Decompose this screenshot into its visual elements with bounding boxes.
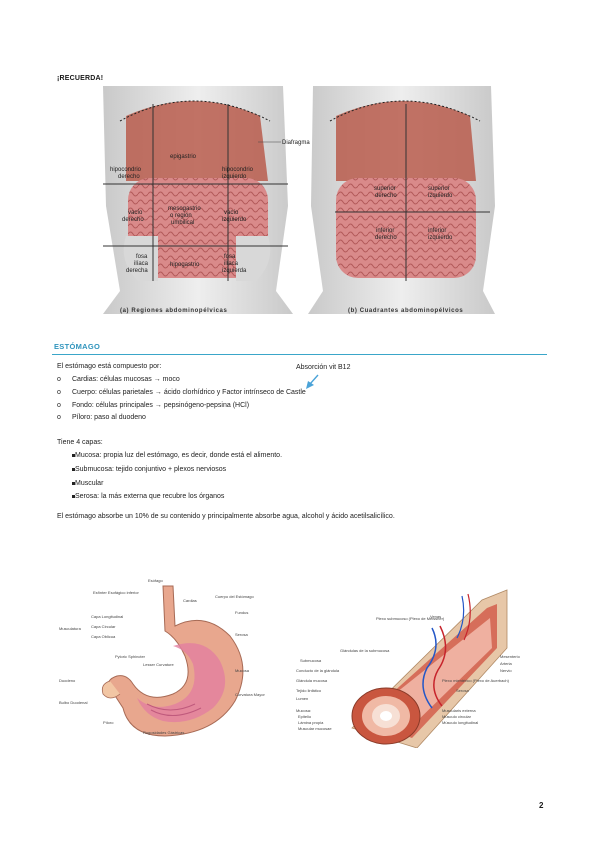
label-capa-oblicua: Capa Oblicua — [91, 634, 116, 639]
intro-text: El estómago está compuesto por: — [57, 363, 162, 370]
label-submucosa: Submucosa — [300, 658, 322, 663]
label-curvatura-mayor: Curvatura Mayor — [235, 692, 265, 697]
layer-text: Mucosa: propia luz del estómago, es deci… — [75, 452, 283, 459]
label-muscularis-externa: Muscularis externa — [442, 708, 476, 713]
label-epitelio: Epitelio — [298, 714, 312, 719]
section-header: ESTÓMAGO — [52, 340, 547, 355]
label-plexo-submucoso: Plexo submucoso (Plexo de Meissner) — [376, 616, 445, 621]
list-item: o Fondo: células principales → pepsinógen… — [57, 400, 306, 413]
label-fundus: Fundus — [235, 610, 248, 615]
gi-wall-illustration: Venas Plexo submucoso (Plexo de Meissner… — [296, 589, 521, 749]
label-serosa: Serosa — [456, 688, 469, 693]
label-venas: Venas — [430, 614, 441, 619]
list-item: o Cardias: células mucosas → moco — [57, 374, 306, 387]
label-glandula-mucosa: Glándula mucosa — [296, 678, 328, 683]
list-item: Mucosa: propia luz del estómago, es deci… — [57, 449, 282, 463]
label-lesser-curvature: Lesser Curvature — [143, 662, 174, 667]
label-mesenterio: Mesenterio — [500, 654, 521, 659]
label-esofago: Esófago — [148, 578, 163, 583]
absorcion-note: Absorción vit B12 — [296, 364, 351, 371]
region-epigastrio: epigastrio — [170, 154, 197, 160]
layer-text: Submucosa: tejido conjuntivo + plexos ne… — [75, 465, 227, 473]
part-text: Píloro: paso al duodeno — [72, 414, 146, 422]
label-esfinter-esofagico: Esfínter Esofágico inferior — [93, 590, 139, 595]
wall-labels: Venas Plexo submucoso (Plexo de Meissner… — [296, 614, 521, 731]
square-bullet-icon — [72, 481, 75, 485]
region-hipogastrio: hipogastrio — [170, 262, 200, 268]
square-bullet-icon — [72, 495, 75, 499]
list-item: o Cuerpo: células parietales → ácido clor… — [57, 387, 306, 400]
label-serosa: Serosa — [235, 632, 248, 637]
label-glandulas-submucosa: Glándulas de la submucosa — [340, 648, 390, 653]
square-bullet-icon — [72, 467, 75, 471]
part-text: Cuerpo: células parietales → ácido clorh… — [72, 388, 306, 396]
page-number: 2 — [539, 801, 544, 810]
label-mucosa: Mucosa: — [296, 708, 311, 713]
part-text: Cardias: células mucosas → moco — [72, 376, 180, 383]
list-item: Serosa: la más externa que recubre los ó… — [57, 490, 282, 504]
label-pyloric-sphincter: Pyloric Sphincter — [115, 654, 146, 659]
label-muscular-mucosae: Muscular mucosae — [298, 726, 332, 731]
label-duodeno: Duodeno — [59, 678, 76, 683]
diafragma-label: Diafragma — [282, 140, 310, 146]
bullet-marker: o — [57, 388, 61, 396]
stomach-labels: Esófago Esfínter Esofágico inferior Card… — [59, 578, 265, 735]
label-capa-longitudinal: Capa Longitudinal — [91, 614, 123, 619]
label-cuerpo-estomago: Cuerpo del Estómago — [215, 594, 254, 599]
label-piloro: Píloro — [103, 720, 114, 725]
list-item: Muscular — [57, 477, 282, 491]
square-bullet-icon — [72, 454, 75, 457]
part-text: Fondo: células principales → pepsinógeno… — [72, 401, 250, 409]
label-plexo-mienterico: Plexo mientérico (Plexo de Auerbach) — [442, 678, 510, 683]
label-bulbo-duodenal: Bulbo Duodenal — [59, 700, 88, 705]
layers-intro: Tiene 4 capas: — [57, 439, 103, 446]
label-lamina-propia: Lámina propia — [298, 720, 324, 725]
label-mucosa: Mucosa — [235, 668, 250, 673]
label-lumen: Lumen — [296, 696, 308, 701]
recuerda-label: ¡RECUERDA! — [57, 75, 104, 82]
summary-text: El estómago absorbe un 10% de su conteni… — [57, 513, 395, 520]
label-capa-circular: Capa Circular — [91, 624, 116, 629]
list-item: Submucosa: tejido conjuntivo + plexos ne… — [57, 463, 282, 477]
layers-list: Mucosa: propia luz del estómago, es deci… — [57, 449, 282, 504]
label-conducto-glandula: Conducto de la glándula — [296, 668, 340, 673]
section-title: ESTÓMAGO — [54, 342, 101, 351]
caption-regiones: (a) Regiones abdominopélvicas — [120, 308, 227, 314]
layer-text: Serosa: la más externa que recubre los ó… — [75, 493, 225, 501]
bullet-marker: o — [57, 401, 61, 409]
layer-text: Muscular — [75, 479, 104, 487]
caption-cuadrantes: (b) Cuadrantes abdominopélvicos — [348, 308, 463, 314]
list-item: o Píloro: paso al duodeno — [57, 412, 306, 425]
label-cardias: Cardias — [183, 598, 197, 603]
bullet-marker: o — [57, 376, 61, 383]
label-musculo-longitudinal: Músculo longitudinal — [442, 720, 478, 725]
label-rugosidades: Rugosidades Gástricas — [143, 730, 184, 735]
label-musculatura: Musculatura — [59, 626, 82, 631]
bullet-marker: o — [57, 414, 61, 422]
note-arrow-icon — [306, 374, 319, 389]
label-nervio: Nervio — [500, 668, 512, 673]
label-tejido-linfatico: Tejido linfático — [296, 688, 322, 693]
label-musculo-circular: Músculo circular — [442, 714, 472, 719]
gi-wall-figure: Venas Plexo submucoso (Plexo de Meissner… — [292, 588, 537, 749]
stomach-illustration: Esófago Esfínter Esofágico inferior Card… — [59, 578, 265, 737]
label-arteria: Arteria — [500, 661, 513, 666]
stomach-anatomy-figure: Esófago Esfínter Esofágico inferior Card… — [55, 576, 270, 751]
